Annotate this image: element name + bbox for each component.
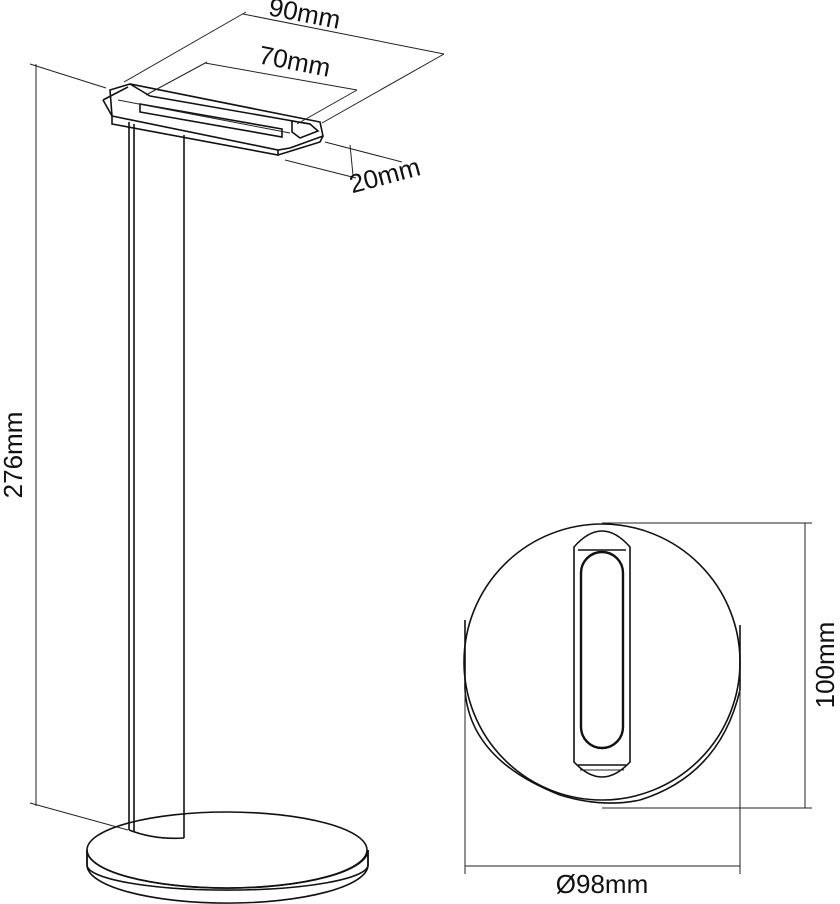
stand-top-cradle [102,83,324,156]
dimension-label-height: 276mm [0,412,28,499]
base-top-view: Ø98mm 100mm [463,522,840,899]
stand-side-view: 90mm 70mm 20mm 276mm [0,0,445,904]
dimension-label-inner-width: 70mm [256,40,333,83]
dimension-label-base-depth: 100mm [810,622,840,709]
dimension-base-depth: 100mm [602,522,840,809]
dimension-depth: 20mm [284,141,424,199]
dimension-height: 276mm [0,63,129,831]
stand-pole [128,122,185,840]
stand-base [86,811,369,904]
dimension-base-diameter: Ø98mm [464,690,741,899]
dimension-label-depth: 20mm [346,151,424,199]
dimension-label-top-width: 90mm [266,0,343,35]
base-slot [573,530,631,778]
dimension-label-base-diameter: Ø98mm [556,869,648,899]
